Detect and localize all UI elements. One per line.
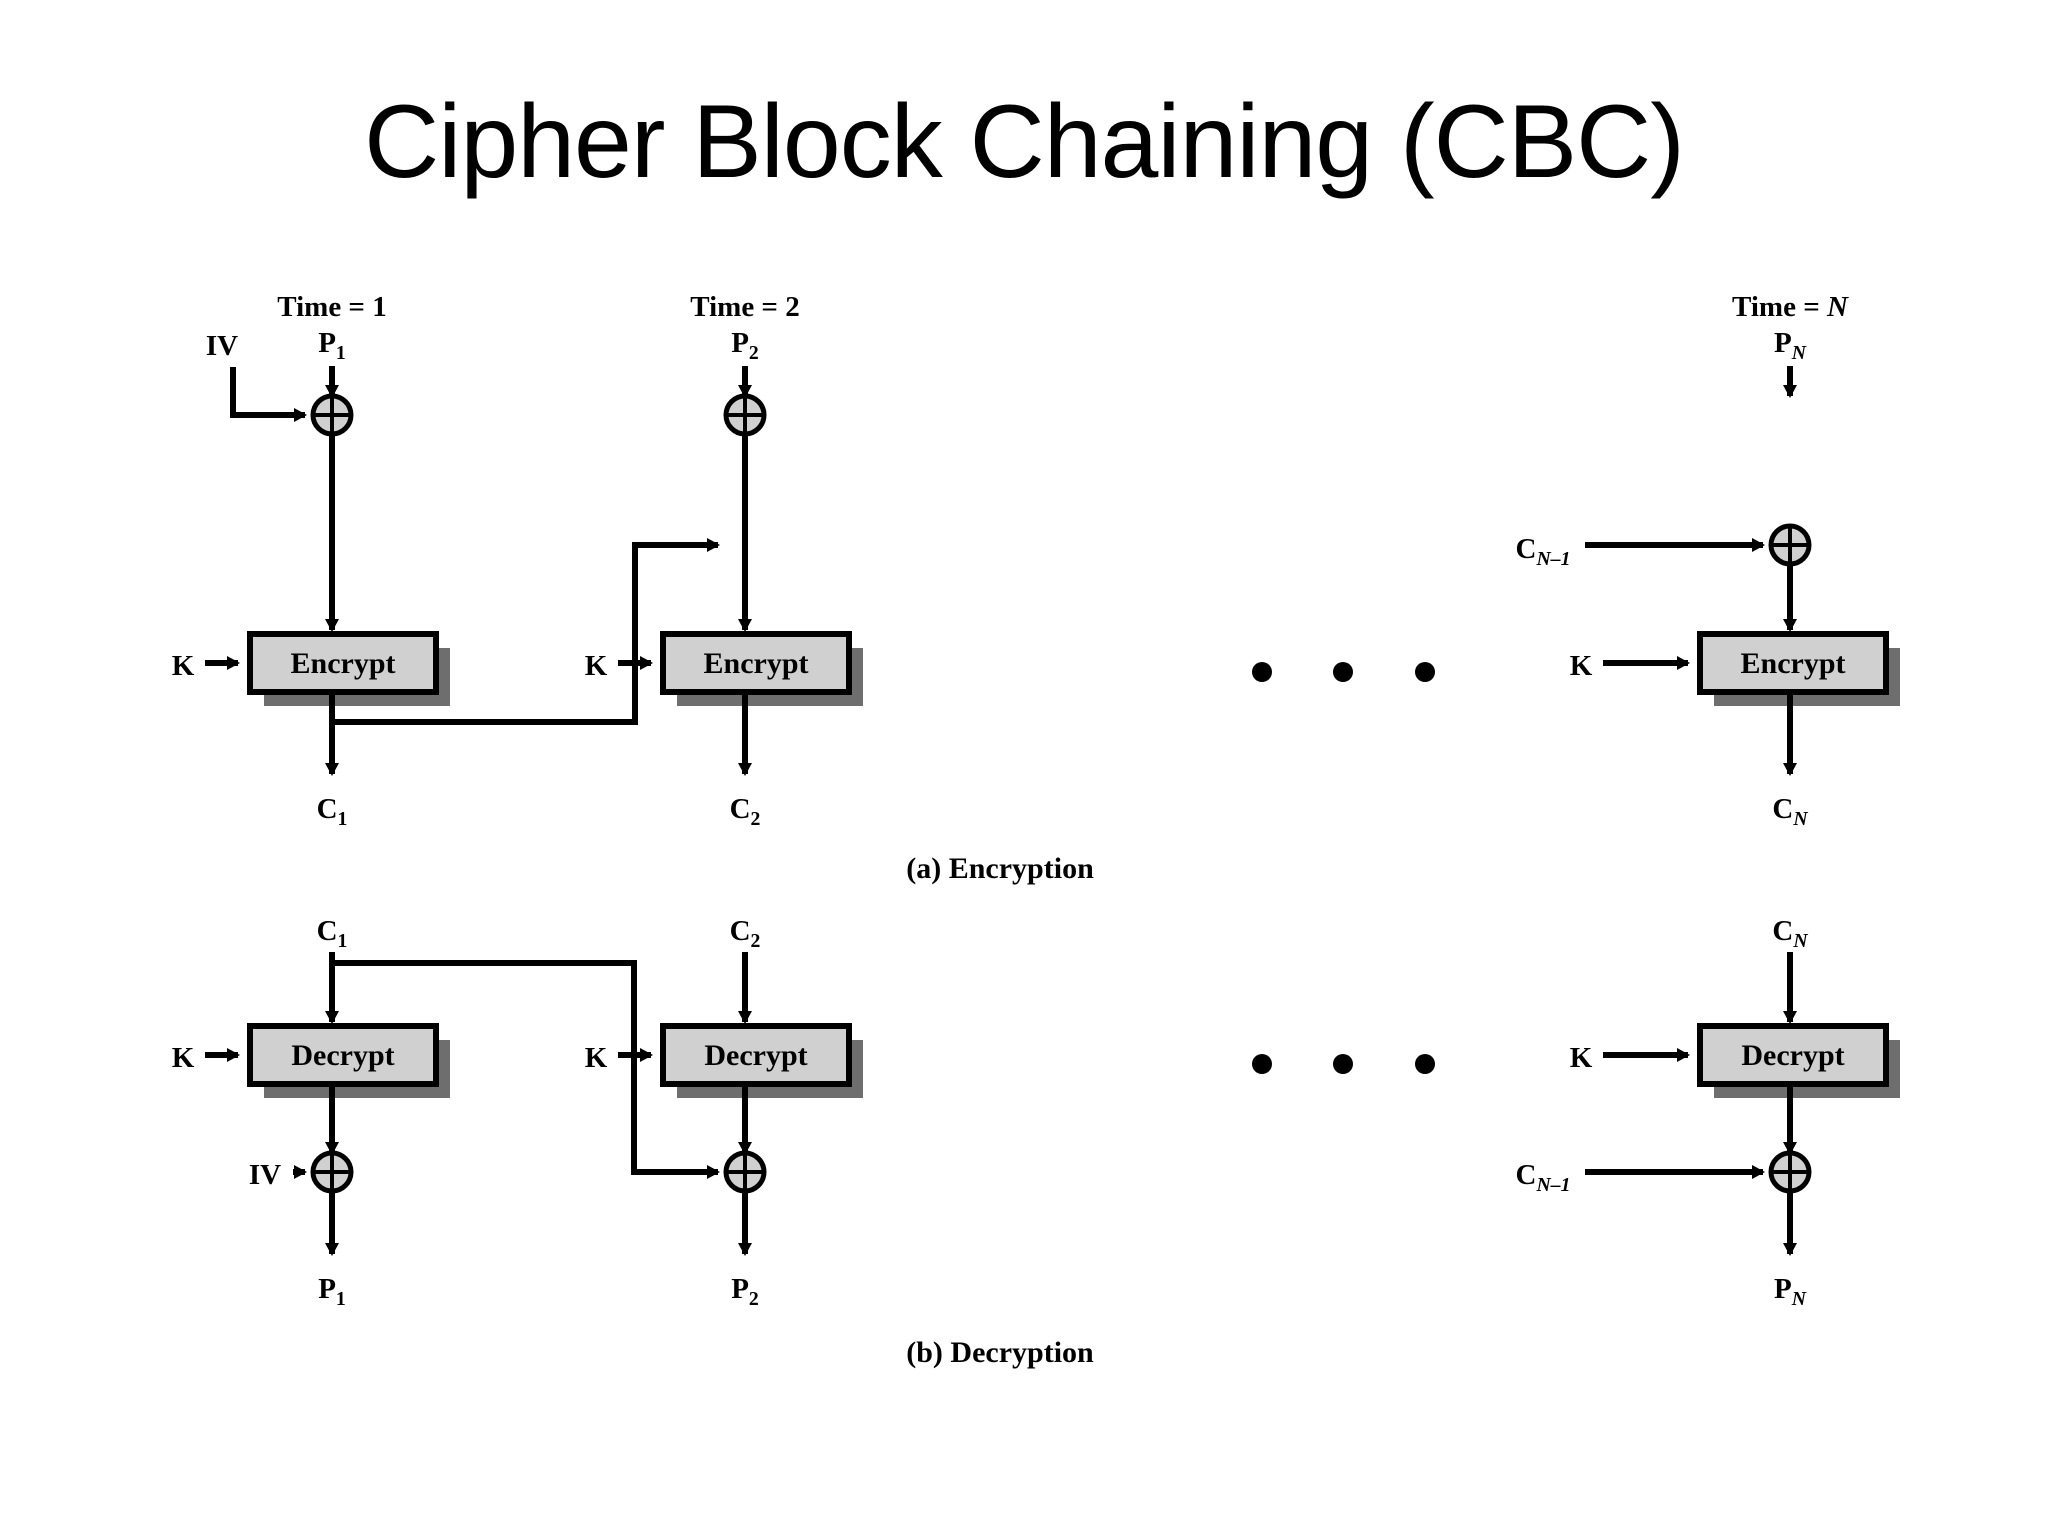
cbc-feedback-line-dec-1: [332, 960, 720, 1179]
prev-ciphertext-label-enc-n: CN–1: [1516, 533, 1571, 570]
xor-node-enc-n: [1768, 523, 1812, 567]
time-label-1: Time = 1: [277, 291, 386, 323]
iv-label-dec: IV: [249, 1159, 281, 1191]
xor-node-dec-n: [1768, 1150, 1812, 1194]
ciphertext-input-label-dec-n: CN: [1772, 915, 1808, 952]
encrypt-stage-2: Time = 2 P2 Encrypt K C2: [585, 291, 863, 830]
decrypt-box-1[interactable]: [247, 1023, 439, 1087]
plaintext-output-label-dec-n: PN: [1774, 1273, 1807, 1310]
decrypt-stage-1: C1 Decrypt K IV P1: [172, 915, 720, 1310]
plaintext-input-label-n: PN: [1774, 327, 1807, 364]
xor-node-enc-1: [310, 393, 354, 437]
iv-label-enc: IV: [206, 330, 238, 362]
decryption-section: C1 Decrypt K IV P1: [172, 915, 1900, 1369]
encrypt-ellipsis: [1252, 662, 1435, 682]
ciphertext-output-label-n: CN: [1772, 793, 1808, 830]
plaintext-output-label-dec-1: P1: [318, 1273, 346, 1310]
decryption-caption: (b) Decryption: [906, 1336, 1094, 1369]
xor-node-enc-2: [723, 393, 767, 437]
encrypt-box-label-2: Encrypt: [704, 647, 809, 680]
decrypt-stage-2: C2 Decrypt K P2: [585, 915, 863, 1310]
ciphertext-input-label-dec-2: C2: [730, 915, 761, 952]
plaintext-input-label-1: P1: [318, 327, 346, 364]
encryption-caption: (a) Encryption: [906, 852, 1094, 885]
xor-node-dec-1: [310, 1150, 354, 1194]
encrypt-stage-1: Time = 1 P1 IV Encrypt: [172, 291, 720, 830]
time-label-2: Time = 2: [690, 291, 799, 323]
encrypt-box-label-1: Encrypt: [291, 647, 396, 680]
encrypt-box-1[interactable]: [247, 631, 439, 695]
plaintext-output-label-dec-2: P2: [731, 1273, 759, 1310]
decrypt-ellipsis: [1252, 1054, 1435, 1074]
key-label-dec-1: K: [172, 1042, 195, 1074]
cbc-feedback-line-enc-1: [332, 538, 720, 725]
iv-feed-line-enc: [230, 367, 307, 422]
key-label-enc-1: K: [172, 650, 195, 682]
decrypt-box-label-2: Decrypt: [704, 1039, 807, 1072]
decrypt-stage-n: CN Decrypt K CN–1 PN: [1516, 915, 1900, 1310]
prev-ciphertext-label-dec-n: CN–1: [1516, 1159, 1571, 1196]
key-label-dec-n: K: [1570, 1042, 1593, 1074]
ciphertext-output-label-1: C1: [317, 793, 348, 830]
ciphertext-output-label-2: C2: [730, 793, 761, 830]
key-label-enc-2: K: [585, 650, 608, 682]
encrypt-box-2[interactable]: [660, 631, 852, 695]
decrypt-box-n[interactable]: [1697, 1023, 1889, 1087]
decrypt-box-2[interactable]: [660, 1023, 852, 1087]
time-label-n: Time = N: [1732, 291, 1849, 323]
encrypt-stage-n: Time = N PN CN–1 Encrypt K CN: [1516, 291, 1900, 830]
ciphertext-input-label-dec-1: C1: [317, 915, 348, 952]
page-title: Cipher Block Chaining (CBC): [364, 84, 1685, 200]
key-label-dec-2: K: [585, 1042, 608, 1074]
encrypt-box-label-n: Encrypt: [1741, 647, 1846, 680]
key-label-enc-n: K: [1570, 650, 1593, 682]
xor-node-dec-2: [723, 1150, 767, 1194]
encryption-section: Time = 1 P1 IV Encrypt: [172, 291, 1900, 885]
decrypt-box-label-1: Decrypt: [291, 1039, 394, 1072]
decrypt-box-label-n: Decrypt: [1741, 1039, 1844, 1072]
plaintext-input-label-2: P2: [731, 327, 759, 364]
